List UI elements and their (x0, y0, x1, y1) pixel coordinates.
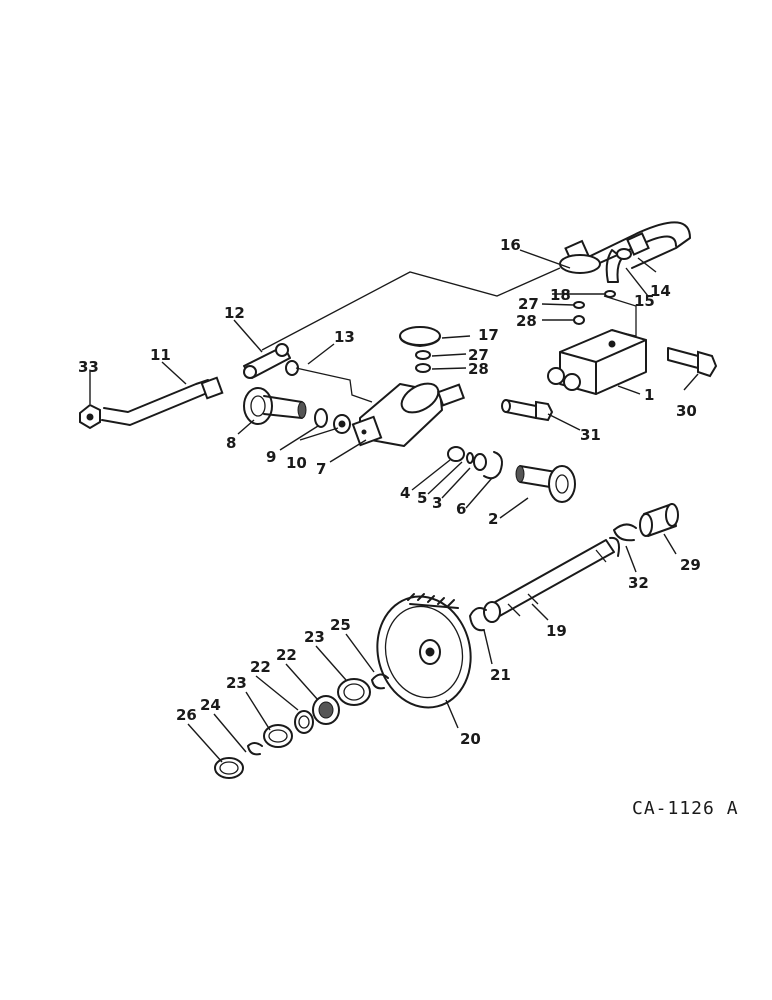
bolt-31 (501, 399, 554, 422)
callout-23a: 23 (226, 674, 247, 692)
callout-21: 21 (490, 666, 511, 684)
cylinder-7 (351, 382, 466, 447)
callout-33: 33 (78, 358, 99, 376)
button-17 (399, 326, 441, 347)
callout-20: 20 (460, 730, 481, 748)
leader-lines (89, 249, 699, 763)
pin-5 (466, 452, 474, 464)
callout-31: 31 (580, 426, 601, 444)
ring-27b (573, 301, 585, 309)
callout-32: 32 (628, 574, 649, 592)
callout-17: 17 (478, 326, 499, 344)
ring-18 (604, 290, 616, 298)
ring-27 (415, 350, 431, 360)
callout-27a: 27 (518, 295, 539, 313)
gear-20 (376, 593, 472, 709)
washer-4 (447, 446, 465, 462)
ring-32 (613, 523, 637, 542)
callout-12: 12 (224, 304, 245, 322)
callout-28b: 28 (468, 360, 489, 378)
callout-16: 16 (500, 236, 521, 254)
bearing-22b (312, 695, 340, 725)
callout-14: 14 (650, 282, 671, 300)
callout-7: 7 (316, 460, 326, 478)
race-23b (337, 678, 371, 706)
ring-28 (415, 363, 431, 373)
callout-18: 18 (550, 286, 571, 304)
diagram-code: CA-1126 A (632, 798, 739, 819)
callout-15: 15 (634, 292, 655, 310)
callout-23b: 23 (304, 628, 325, 646)
ring-28b (573, 315, 585, 325)
callout-28a: 28 (516, 312, 537, 330)
race-23a (263, 724, 293, 748)
callout-3: 3 (432, 494, 442, 512)
callout-9: 9 (266, 448, 276, 466)
callout-26: 26 (176, 706, 197, 724)
pivot-pin-2 (515, 465, 576, 503)
line-11 (79, 376, 224, 430)
callout-24: 24 (200, 696, 221, 714)
washer-26 (214, 757, 244, 779)
bushing-29 (639, 503, 679, 537)
callout-4: 4 (400, 484, 410, 502)
ring-24 (247, 742, 263, 756)
callout-8: 8 (226, 434, 236, 452)
callout-22a: 22 (250, 658, 271, 676)
callout-6: 6 (456, 500, 466, 518)
callout-5: 5 (417, 489, 427, 507)
clip-6 (483, 451, 503, 480)
fitting-12 (243, 343, 373, 403)
callout-25: 25 (330, 616, 351, 634)
valve-body-1 (547, 295, 647, 395)
washer-9 (314, 408, 328, 428)
ring-3 (473, 453, 487, 471)
upper-tube-assembly (261, 221, 691, 351)
callout-19: 19 (546, 622, 567, 640)
bearing-22a (294, 710, 314, 734)
ring-25 (371, 673, 389, 690)
callout-10: 10 (286, 454, 307, 472)
callout-2: 2 (488, 510, 498, 528)
cap-16 (559, 254, 601, 274)
bolt-30 (667, 347, 718, 378)
callout-22b: 22 (276, 646, 297, 664)
pivot-pin-8 (243, 387, 307, 425)
shaft-19 (483, 536, 620, 623)
callout-1: 1 (644, 386, 654, 404)
callout-30: 30 (676, 402, 697, 420)
callout-labels: 1 2 3 4 5 6 7 8 9 10 11 12 13 14 15 16 1… (78, 236, 701, 748)
callout-11: 11 (150, 346, 171, 364)
callout-29: 29 (680, 556, 701, 574)
ring-21 (469, 607, 487, 632)
callout-13: 13 (334, 328, 355, 346)
callout-27b: 27 (468, 346, 489, 364)
